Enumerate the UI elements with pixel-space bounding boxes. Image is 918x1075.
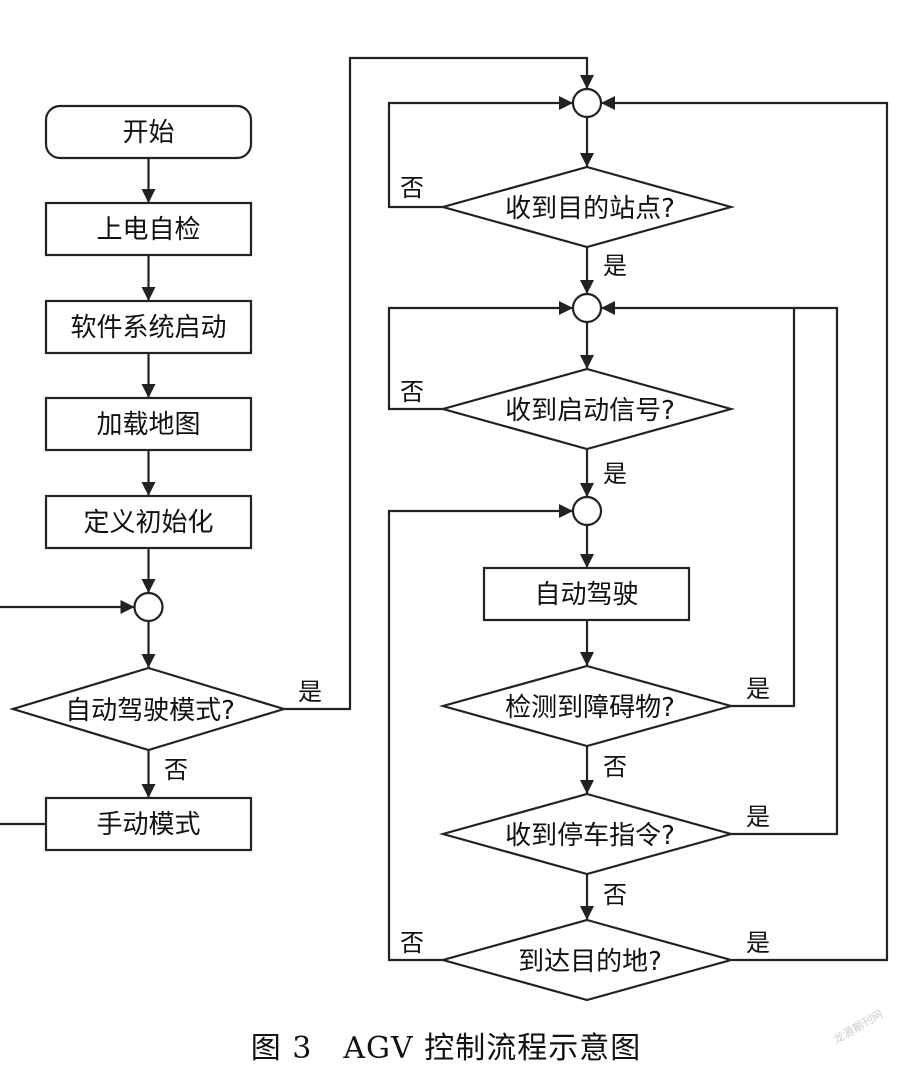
edge-signal-no [387, 301, 573, 411]
start-label: 开始 [122, 118, 174, 148]
arrived-label: 到达目的地? [518, 947, 662, 977]
auto-drive-label: 自动驾驶 [534, 580, 638, 610]
junction-1 [571, 87, 603, 119]
edge-obstacle-yes [601, 301, 796, 708]
right-column: 收到目的站点? 否 是 收到启动信号? 否 是 自动驾驶 检测到障碍物? 是 [387, 87, 889, 1002]
dest-yes-label: 是 [603, 252, 627, 280]
obstacle-yes-label: 是 [746, 675, 770, 703]
stop-cmd-no-label: 否 [603, 881, 627, 909]
start-signal-yes-label: 是 [603, 460, 627, 488]
manual-mode-label: 手动模式 [96, 810, 200, 840]
edge-arrived-no [387, 504, 573, 962]
junction-3 [571, 495, 603, 527]
edge-automode-yes [284, 56, 594, 711]
auto-mode-label: 自动驾驶模式? [65, 696, 235, 726]
figure-caption: 图 3 AGV 控制流程示意图 [251, 1031, 641, 1066]
arrived-decision [438, 918, 736, 1002]
obstacle-label: 检测到障碍物? [505, 693, 675, 723]
auto-mode-no-label: 否 [164, 756, 188, 784]
junction-2 [571, 292, 603, 324]
auto-drive-node [482, 566, 691, 622]
define-init-label: 定义初始化 [83, 508, 213, 538]
power-on-node [44, 201, 253, 257]
power-on-label: 上电自检 [96, 215, 200, 245]
obstacle-no-label: 否 [603, 753, 627, 781]
dest-no-label: 否 [400, 174, 424, 202]
edge-dest-no [387, 96, 573, 209]
start-signal-no-label: 否 [400, 378, 424, 406]
arrived-yes-label: 是 [746, 929, 770, 957]
software-start-label: 软件系统启动 [70, 313, 226, 343]
stop-cmd-yes-label: 是 [746, 803, 770, 831]
load-map-label: 加载地图 [96, 410, 200, 440]
stop-cmd-label: 收到停车指令? [505, 821, 675, 851]
manual-mode-node [44, 796, 253, 852]
edge-stop-yes [731, 306, 839, 836]
arrived-no-label: 否 [400, 929, 424, 957]
auto-mode-yes-label: 是 [298, 678, 322, 706]
start-signal-label: 收到启动信号? [505, 396, 675, 426]
load-map-node [44, 396, 253, 452]
dest-label: 收到目的站点? [505, 194, 675, 224]
edge-arrived-yes [601, 96, 889, 962]
junction-left [133, 591, 164, 623]
watermark: 龙源期刊网 [831, 1007, 886, 1047]
left-column: 开始 上电自检 软件系统启动 加载地图 定义初始化 自动驾驶模式? 否 手动 [0, 56, 594, 852]
